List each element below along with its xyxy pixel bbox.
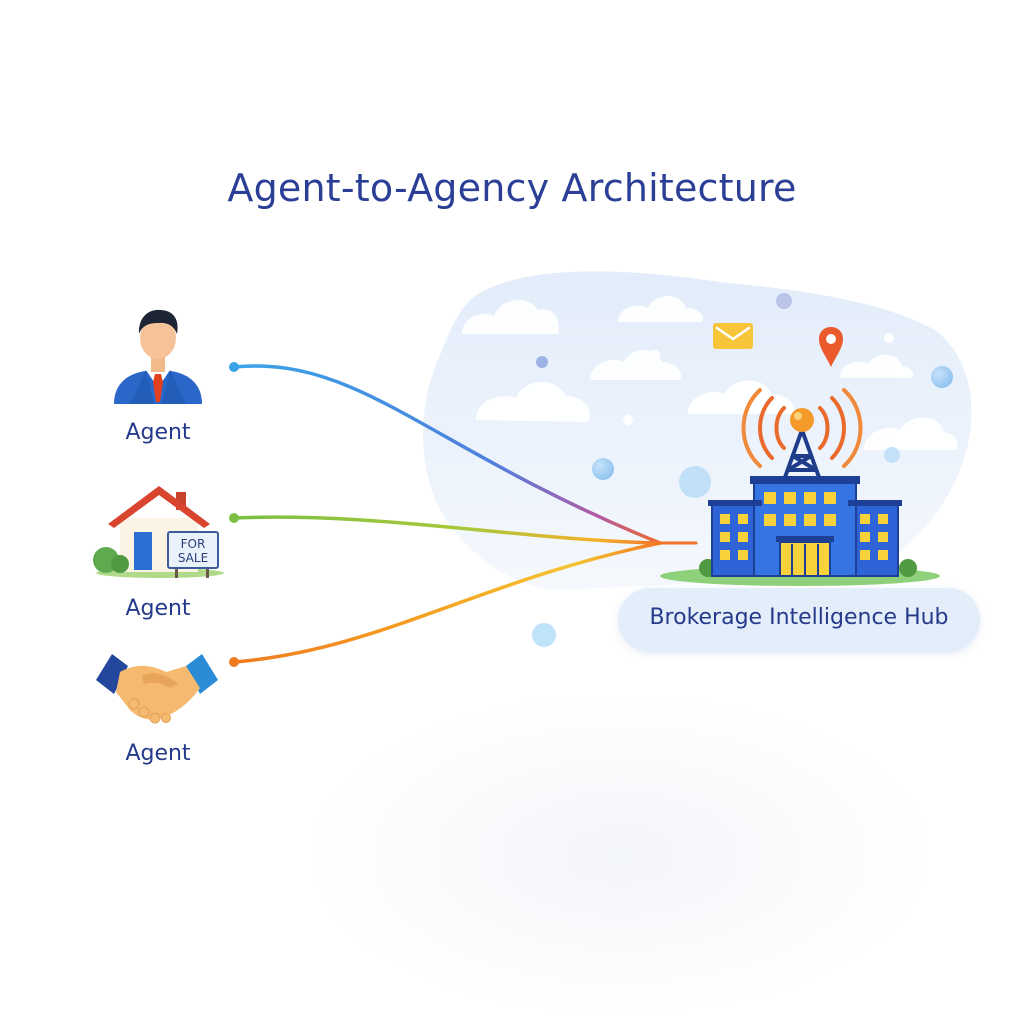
- connector-dot-1: [229, 362, 239, 372]
- connector-dot-2: [229, 513, 239, 523]
- hub-label-bubble: [618, 588, 980, 652]
- signal-waves: [741, 388, 863, 468]
- agent-label-2: Agent: [125, 596, 191, 621]
- for-sale-line-1: FOR: [181, 537, 206, 551]
- connector-agent-2: [232, 515, 662, 545]
- building-windows: [720, 492, 888, 560]
- house-for-sale-icon: FOR SALE: [93, 486, 224, 578]
- connector-dot-3: [229, 657, 239, 667]
- background-glow: [300, 690, 940, 1020]
- antenna-tower: [782, 429, 822, 481]
- agent-label-3: Agent: [125, 741, 191, 766]
- office-building-icon: [660, 388, 940, 586]
- connector-agent-1: [232, 364, 662, 545]
- connector-agent-3: [232, 541, 662, 664]
- diagram-title: Agent-to-Agency Architecture: [227, 166, 797, 210]
- floating-bubbles: [532, 293, 953, 647]
- map-pin-icon: [819, 327, 843, 367]
- for-sale-line-2: SALE: [178, 551, 208, 565]
- email-icon: [713, 323, 753, 349]
- businessman-icon: [114, 309, 202, 404]
- hub-label: Brokerage Intelligence Hub: [649, 605, 949, 630]
- agent-label-1: Agent: [125, 420, 191, 445]
- handshake-icon: [96, 654, 218, 724]
